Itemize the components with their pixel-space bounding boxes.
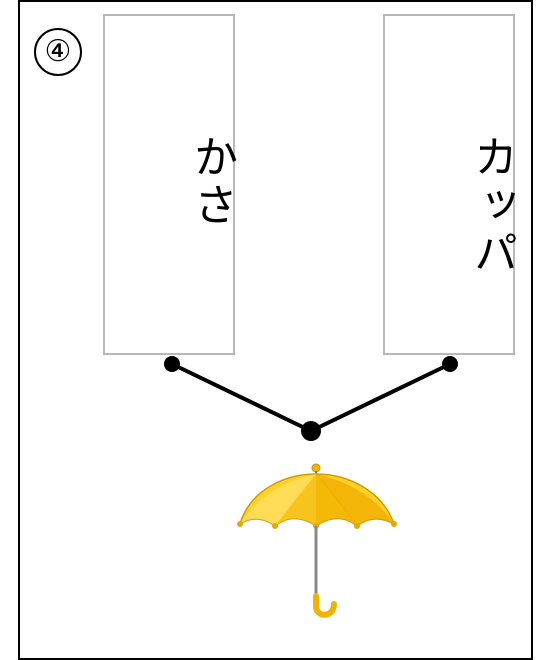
connector-dot-picture[interactable] <box>301 421 321 441</box>
connector-line-right <box>309 362 452 433</box>
connector-dot-left[interactable] <box>164 356 180 372</box>
word-card-right[interactable]: カッパ <box>383 14 517 355</box>
connector-line-left <box>170 362 313 433</box>
word-card-right-text: カッパ <box>466 134 517 278</box>
umbrella-icon <box>237 463 397 618</box>
connector-dot-right[interactable] <box>442 356 458 372</box>
word-card-left[interactable]: かさ <box>103 14 237 355</box>
question-number: ④ <box>34 28 82 76</box>
word-card-left-text: かさ <box>186 134 237 230</box>
